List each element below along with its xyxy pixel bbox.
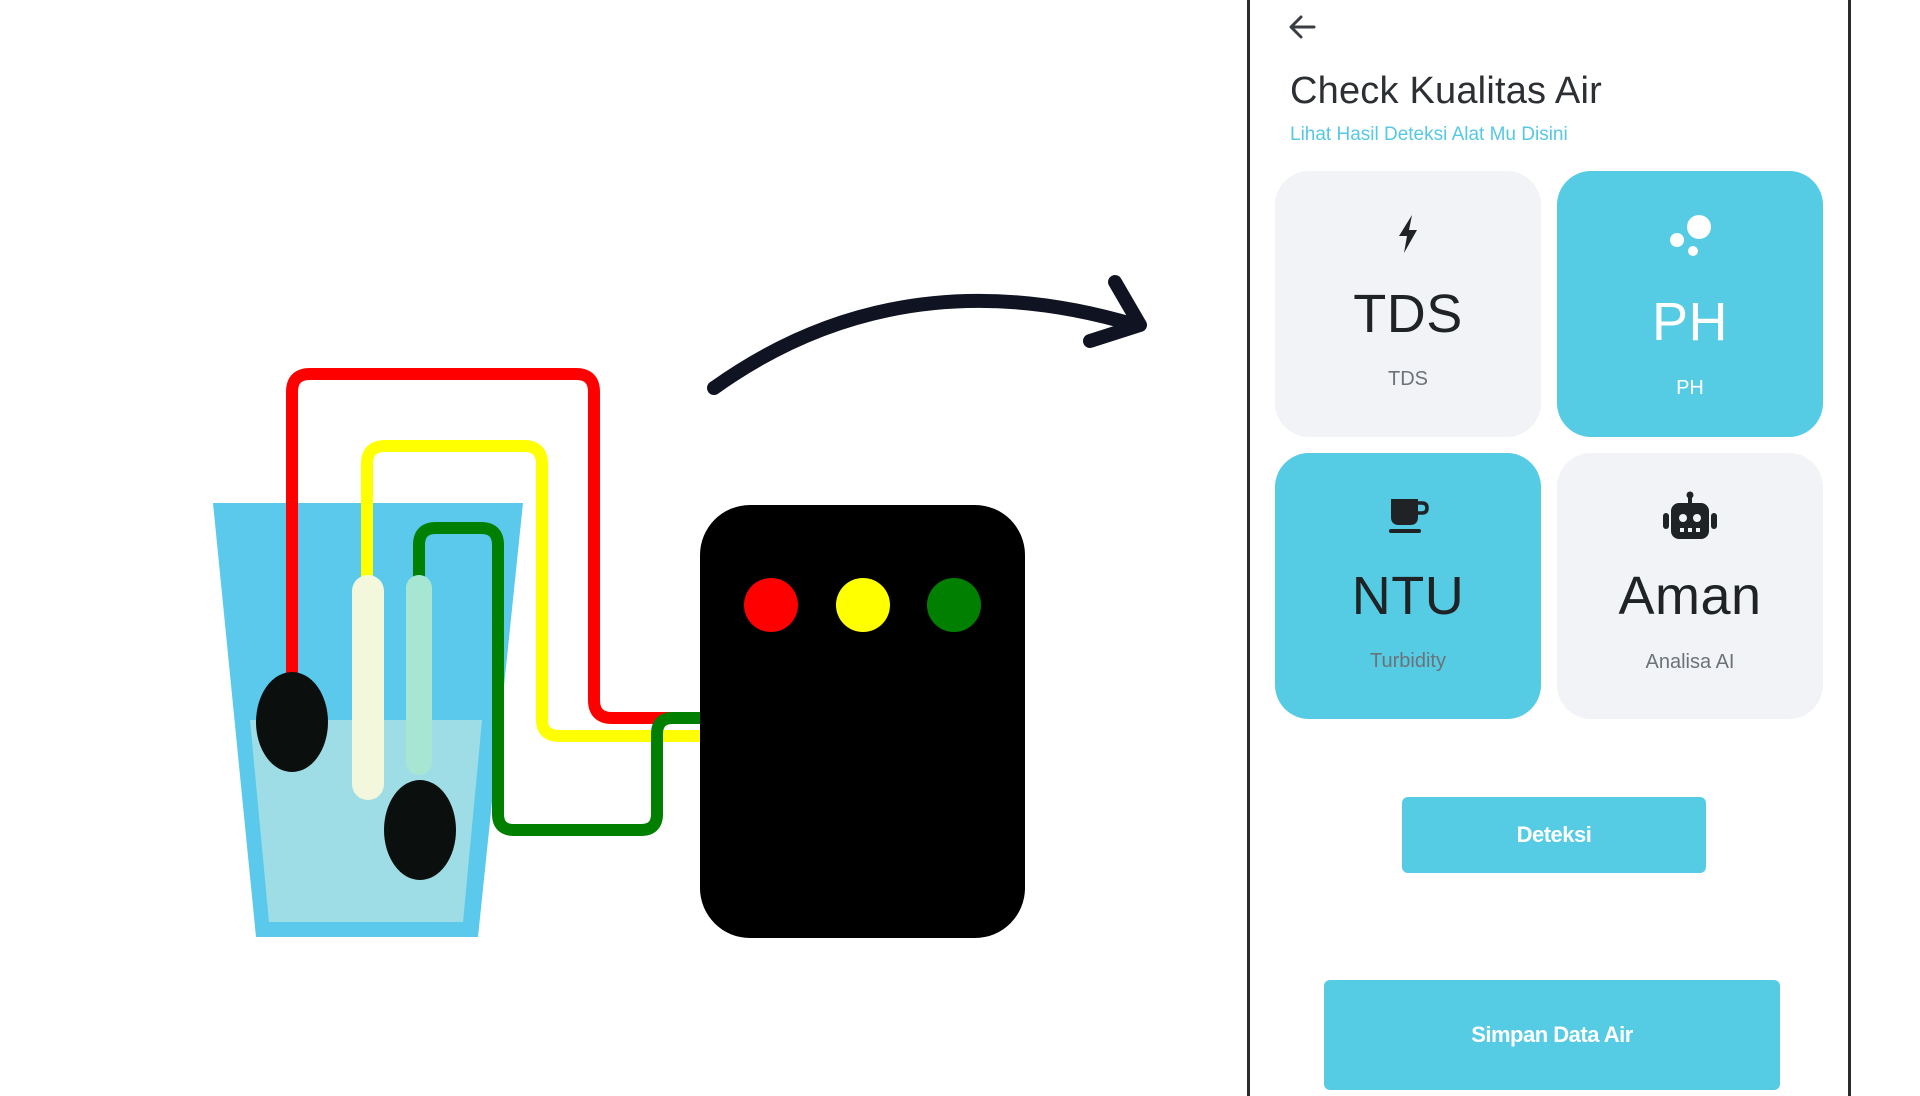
bubbles-icon xyxy=(1670,215,1711,256)
save-water-data-button[interactable]: Simpan Data Air xyxy=(1324,980,1780,1090)
ntu-value: NTU xyxy=(1351,566,1465,626)
tds-label: TDS xyxy=(1388,368,1428,390)
phone-screen: Check Kualitas Air Lihat Hasil Deteksi A… xyxy=(1247,0,1851,1096)
page-subtitle: Lihat Hasil Deteksi Alat Mu Disini xyxy=(1290,124,1568,145)
green-probe-sensor xyxy=(384,780,456,880)
cup-icon xyxy=(1389,499,1429,533)
detect-button[interactable]: Deteksi xyxy=(1402,797,1706,873)
ph-value: PH xyxy=(1651,292,1728,352)
ntu-label: Turbidity xyxy=(1370,650,1446,672)
lightning-icon xyxy=(1399,215,1417,253)
tds-card[interactable]: TDS TDS xyxy=(1275,171,1541,437)
ph-label: PH xyxy=(1676,377,1704,399)
yellow-wire xyxy=(361,440,716,742)
ai-analysis-card[interactable]: Aman Analisa AI xyxy=(1557,453,1823,719)
yellow-probe xyxy=(352,575,384,800)
arrow-head-icon xyxy=(1083,275,1147,348)
ntu-card[interactable]: NTU Turbidity xyxy=(1275,453,1541,719)
ai-status-value: Aman xyxy=(1618,566,1762,626)
page-title: Check Kualitas Air xyxy=(1290,70,1602,112)
yellow-led xyxy=(836,578,890,632)
green-probe xyxy=(406,575,432,775)
red-led xyxy=(744,578,798,632)
flow-arrow-icon xyxy=(707,293,1142,395)
ai-analysis-label: Analisa AI xyxy=(1645,651,1735,673)
tds-value: TDS xyxy=(1353,284,1463,344)
green-wire xyxy=(413,522,702,836)
water-sensor-illustration xyxy=(213,275,1147,938)
robot-icon xyxy=(1663,491,1717,539)
ph-card[interactable]: PH PH xyxy=(1557,171,1823,437)
back-arrow-icon[interactable] xyxy=(1284,8,1322,46)
red-probe-sensor xyxy=(256,672,328,772)
red-wire xyxy=(286,368,702,724)
detector-device xyxy=(700,505,1025,938)
green-led xyxy=(927,578,981,632)
